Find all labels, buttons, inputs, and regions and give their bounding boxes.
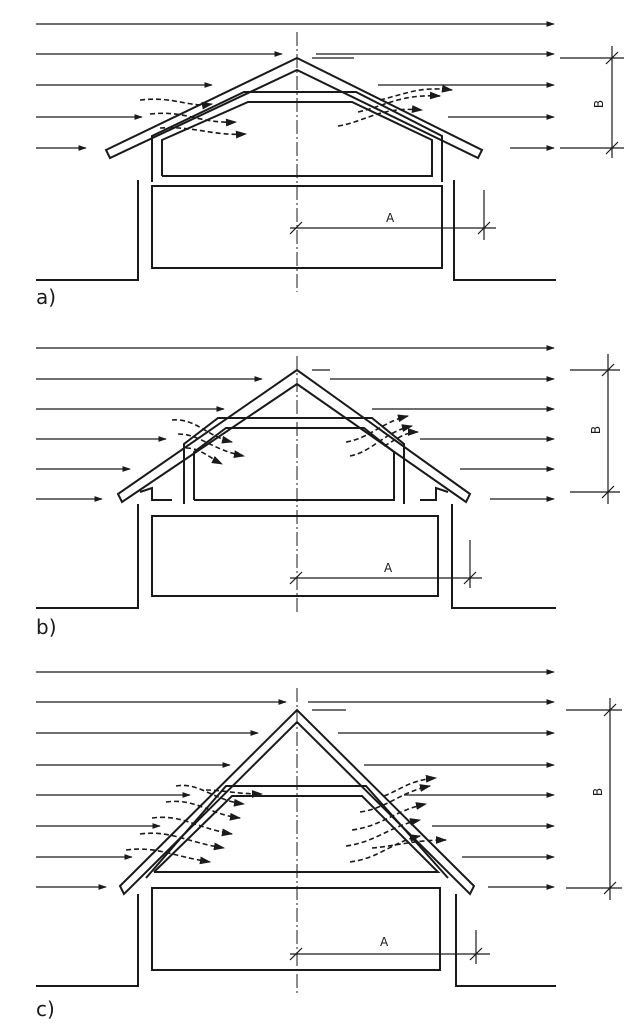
dimension-b	[560, 46, 624, 158]
building-section	[36, 368, 556, 609]
panel-label-c: c)	[36, 997, 55, 1021]
wind-flow-arrows	[36, 669, 555, 890]
dimension-a	[289, 540, 482, 588]
panel-a: A B a)	[36, 21, 624, 309]
dimension-a	[289, 930, 490, 964]
wind-flow-arrows	[36, 21, 555, 151]
building-section	[36, 708, 556, 987]
dimension-b	[570, 354, 620, 504]
panel-label-a: a)	[36, 285, 56, 309]
building-section	[36, 56, 556, 281]
panel-label-b: b)	[36, 615, 57, 639]
dimension-a-label: A	[386, 211, 395, 225]
dashed-airflow	[125, 774, 448, 865]
wind-flow-arrows	[36, 345, 555, 502]
panel-b: A B b)	[36, 345, 620, 639]
dimension-a	[289, 190, 496, 240]
dimension-a-label: A	[380, 935, 389, 949]
dimension-b	[566, 698, 622, 900]
panel-c: A B c)	[36, 669, 622, 1021]
dimension-b-label: B	[589, 426, 603, 434]
dimension-a-label: A	[384, 561, 393, 575]
dimension-b-label: B	[592, 100, 606, 108]
dimension-b-label: B	[591, 788, 605, 796]
